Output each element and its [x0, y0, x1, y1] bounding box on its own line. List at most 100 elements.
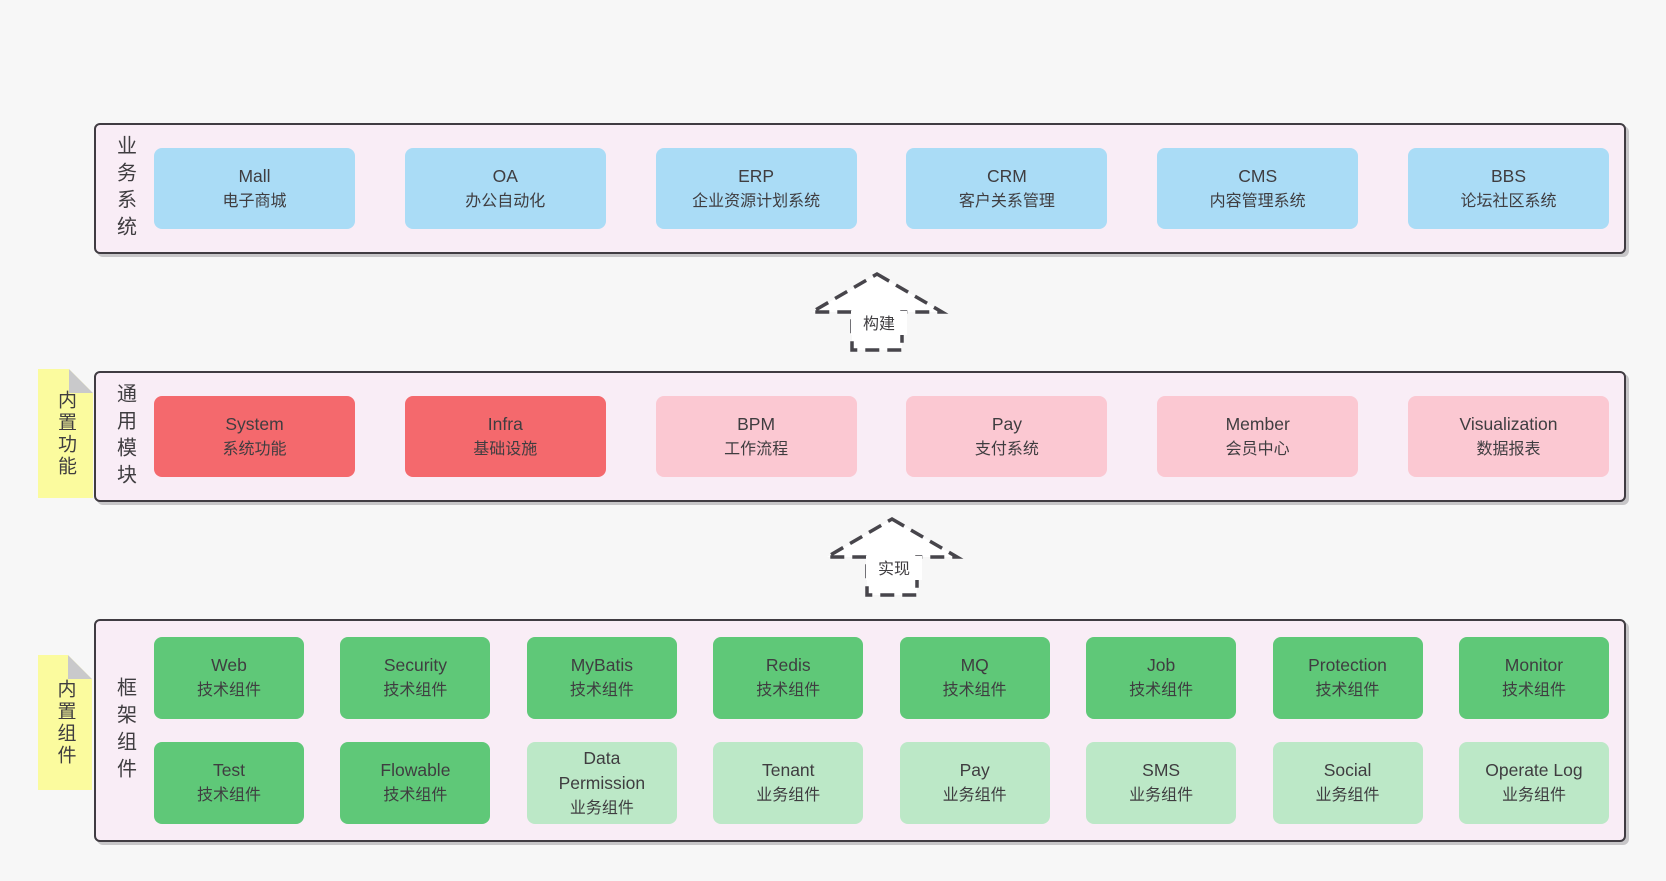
box-subtitle: 办公自动化 — [465, 192, 546, 210]
box-subtitle: 技术组件 — [196, 682, 261, 699]
box-subtitle: 技术组件 — [1501, 682, 1566, 699]
layer-label-business-systems: 业务系统 — [113, 134, 136, 243]
box-system: System 系统功能 — [154, 396, 355, 477]
box-subtitle: 业务组件 — [1129, 787, 1194, 804]
box-title: OA — [492, 165, 518, 186]
box-subtitle: 技术组件 — [1129, 682, 1194, 699]
box-title: Test — [212, 760, 246, 780]
box-subtitle: 内容管理系统 — [1209, 192, 1306, 210]
box-subtitle: 业务组件 — [942, 787, 1007, 804]
box-subtitle: 论坛社区系统 — [1460, 192, 1557, 210]
box-title: Data Permission — [558, 747, 646, 793]
box-subtitle: 业务组件 — [1315, 787, 1380, 804]
box-subtitle: 企业资源计划系统 — [692, 192, 821, 210]
box-test: Test 技术组件 — [154, 742, 304, 824]
box-title: Member — [1225, 413, 1290, 434]
box-infra: Infra 基础设施 — [404, 396, 606, 477]
dashed-up-arrow-implement: 实现 — [820, 516, 964, 597]
box-title: Tenant — [761, 760, 815, 780]
box-subtitle: 电子商城 — [222, 192, 287, 210]
box-title: System — [225, 413, 284, 434]
box-subtitle: 技术组件 — [383, 682, 448, 699]
dashed-up-arrow-build: 构建 — [805, 271, 949, 352]
box-subtitle: 工作流程 — [724, 440, 789, 458]
business-systems-row: Mall 电子商城 OA 办公自动化 ERP 企业资源计划系统 CRM 客户关系… — [154, 125, 1624, 252]
box-mq: MQ 技术组件 — [899, 637, 1050, 719]
box-monitor: Monitor 技术组件 — [1458, 637, 1609, 719]
box-title: Flowable — [380, 760, 451, 780]
box-operate-log: Operate Log 业务组件 — [1458, 742, 1609, 824]
box-mybatis: MyBatis 技术组件 — [526, 637, 677, 719]
box-pay: Pay 支付系统 — [906, 396, 1108, 477]
box-title: SMS — [1142, 760, 1181, 780]
box-social: Social 业务组件 — [1272, 742, 1423, 824]
box-security: Security 技术组件 — [340, 637, 491, 719]
framework-components-row-2: Test 技术组件 Flowable 技术组件 Data Permission … — [154, 742, 1609, 824]
box-crm: CRM 客户关系管理 — [906, 148, 1108, 229]
framework-components-row-1: Web 技术组件 Security 技术组件 MyBatis 技术组件 Redi… — [154, 637, 1609, 719]
box-subtitle: 业务组件 — [756, 787, 821, 804]
layer-business-systems: 业务系统 Mall 电子商城 OA 办公自动化 ERP 企业资源计划系统 CRM… — [94, 123, 1626, 254]
box-title: ERP — [738, 165, 775, 186]
box-subtitle: 技术组件 — [196, 787, 261, 804]
box-title: Social — [1323, 760, 1372, 780]
box-subtitle: 技术组件 — [756, 682, 821, 699]
box-flowable: Flowable 技术组件 — [340, 742, 491, 824]
arrow-label-background — [866, 556, 922, 580]
box-subtitle: 技术组件 — [569, 682, 634, 699]
box-title: Job — [1147, 655, 1176, 675]
layer-common-modules: 通用模块 System 系统功能 Infra 基础设施 BPM 工作流程 Pay… — [94, 371, 1626, 502]
box-title: Protection — [1308, 655, 1387, 675]
box-oa: OA 办公自动化 — [404, 148, 606, 229]
box-member: Member 会员中心 — [1157, 396, 1359, 477]
box-title: Web — [211, 655, 247, 675]
arrow-label-background — [851, 311, 907, 335]
box-subtitle: 会员中心 — [1225, 440, 1290, 458]
box-title: Redis — [765, 655, 811, 675]
box-title: BBS — [1490, 165, 1526, 186]
box-title: CRM — [986, 165, 1027, 186]
arrow-build-label: 构建 — [863, 315, 895, 333]
box-title: Pay — [991, 413, 1022, 434]
box-title: BPM — [737, 413, 776, 434]
box-subtitle: 基础设施 — [473, 440, 538, 458]
common-modules-row: System 系统功能 Infra 基础设施 BPM 工作流程 Pay 支付系统… — [154, 373, 1624, 500]
box-title: Operate Log — [1485, 760, 1583, 780]
layer-label-common-modules: 通用模块 — [113, 382, 136, 491]
box-title: Monitor — [1504, 655, 1564, 675]
box-title: Security — [383, 655, 448, 675]
box-data-permission: Data Permission 业务组件 — [526, 742, 677, 824]
box-bpm: BPM 工作流程 — [655, 396, 857, 477]
sticky-note-builtin-components-label: 内置组件 — [54, 678, 76, 767]
box-subtitle: 支付系统 — [974, 440, 1039, 458]
box-redis: Redis 技术组件 — [713, 637, 864, 719]
box-mall: Mall 电子商城 — [154, 148, 355, 229]
box-subtitle: 业务组件 — [1501, 787, 1566, 804]
arrow-implement-label: 实现 — [878, 560, 910, 578]
box-job: Job 技术组件 — [1086, 637, 1237, 719]
box-bbs: BBS 论坛社区系统 — [1407, 148, 1609, 229]
box-subtitle: 系统功能 — [222, 440, 287, 458]
box-subtitle: 技术组件 — [383, 787, 448, 804]
layer-framework-components: 框架组件 Web 技术组件 Security 技术组件 MyBatis 技术组件… — [94, 619, 1626, 842]
box-sms: SMS 业务组件 — [1086, 742, 1237, 824]
box-cms: CMS 内容管理系统 — [1157, 148, 1359, 229]
box-subtitle: 业务组件 — [569, 799, 634, 817]
box-title: MyBatis — [570, 655, 633, 675]
box-web: Web 技术组件 — [154, 637, 304, 719]
layer-label-framework-components: 框架组件 — [113, 676, 136, 785]
folded-corner-icon — [69, 369, 93, 393]
sticky-note-builtin-functions-label: 内置功能 — [55, 389, 76, 478]
box-visualization: Visualization 数据报表 — [1407, 396, 1609, 477]
box-title: Pay — [959, 760, 990, 780]
box-tenant: Tenant 业务组件 — [713, 742, 864, 824]
box-erp: ERP 企业资源计划系统 — [655, 148, 857, 229]
box-pay-business: Pay 业务组件 — [899, 742, 1050, 824]
box-protection: Protection 技术组件 — [1272, 637, 1423, 719]
framework-components-grid: Web 技术组件 Security 技术组件 MyBatis 技术组件 Redi… — [154, 621, 1624, 840]
folded-corner-icon — [68, 655, 92, 679]
box-subtitle: 数据报表 — [1476, 440, 1541, 458]
sticky-note-builtin-components: 内置组件 — [38, 655, 92, 790]
box-title: Mall — [238, 165, 271, 186]
